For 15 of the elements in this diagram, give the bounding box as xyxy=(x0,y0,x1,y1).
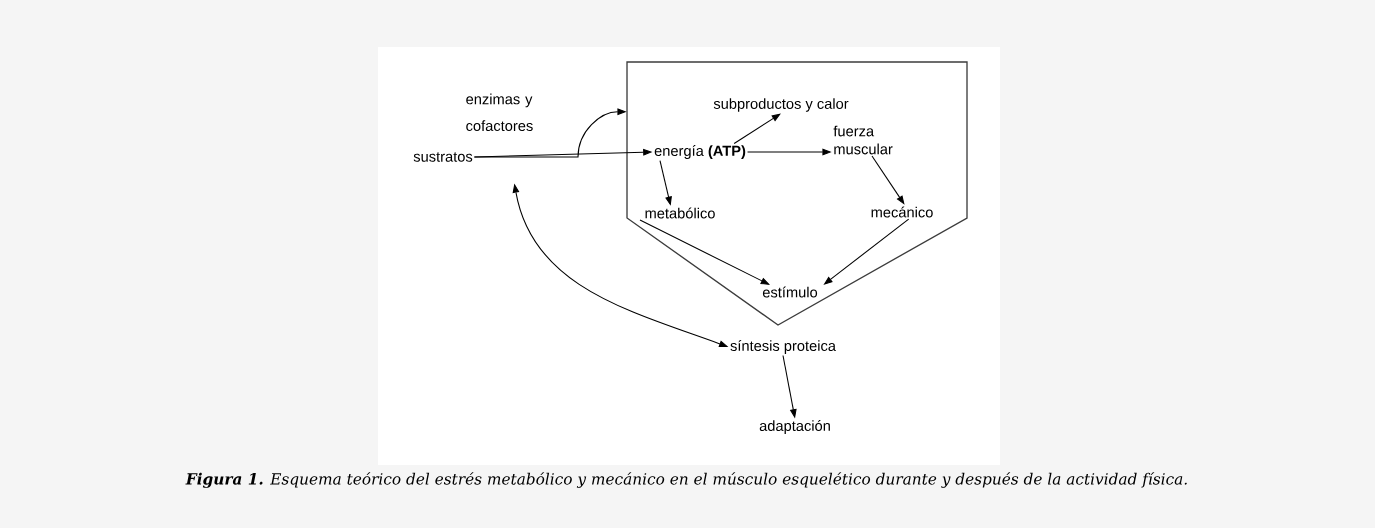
node-text: estímulo xyxy=(762,286,818,298)
node-text: mecánico xyxy=(871,206,933,218)
node-text: fuerza muscular xyxy=(833,125,893,155)
node-text: sustratos xyxy=(413,152,473,162)
annotation-text: enzimas y cofactores xyxy=(466,93,533,132)
node-text: subproductos y calor xyxy=(713,98,849,112)
arrow xyxy=(871,155,905,205)
node-text: energía (ATP) xyxy=(654,145,746,159)
pentagon-outline xyxy=(626,61,968,326)
arrow xyxy=(639,219,770,285)
node-text: metabólico xyxy=(645,207,715,219)
node-text: adaptación xyxy=(759,420,830,434)
node-text: síntesis proteica xyxy=(730,340,836,354)
arrow xyxy=(733,113,781,144)
figure-caption: Figura 1. Esquema teórico del estrés metabólico y mecánico en el músculo esquelético durante y después de la actividad física. xyxy=(185,472,1187,488)
